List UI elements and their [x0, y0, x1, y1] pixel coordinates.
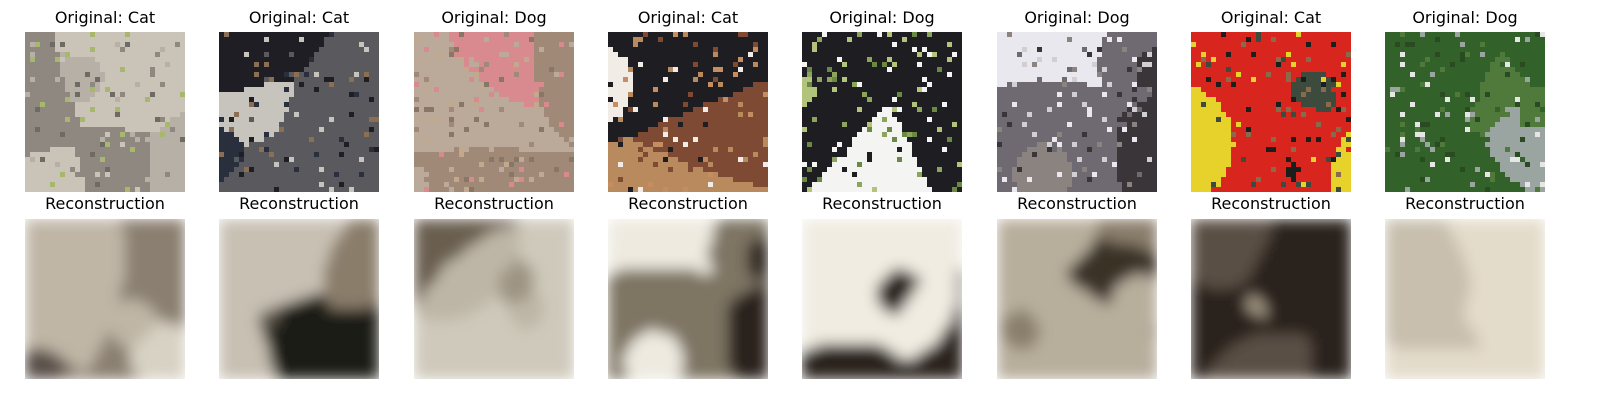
original-image [219, 32, 379, 192]
original-title: Original: Cat [248, 8, 350, 27]
reconstruction-title: Reconstruction [434, 194, 554, 213]
original-title: Original: Dog [1024, 8, 1130, 27]
reconstruction-image [25, 219, 185, 379]
reconstruction-image [1385, 219, 1545, 379]
original-image [414, 32, 574, 192]
original-image [997, 32, 1157, 192]
original-image [608, 32, 768, 192]
reconstruction-title: Reconstruction [1405, 194, 1525, 213]
reconstruction-title: Reconstruction [239, 194, 359, 213]
reconstruction-title: Reconstruction [628, 194, 748, 213]
original-image [802, 32, 962, 192]
reconstruction-image [414, 219, 574, 379]
reconstruction-title: Reconstruction [822, 194, 942, 213]
original-title: Original: Cat [1220, 8, 1322, 27]
reconstruction-title: Reconstruction [1017, 194, 1137, 213]
original-image [1385, 32, 1545, 192]
reconstruction-title: Reconstruction [1211, 194, 1331, 213]
original-image [25, 32, 185, 192]
reconstruction-title: Reconstruction [45, 194, 165, 213]
original-image [1191, 32, 1351, 192]
original-title: Original: Cat [637, 8, 739, 27]
reconstruction-image [802, 219, 962, 379]
reconstruction-image [997, 219, 1157, 379]
original-title: Original: Dog [1412, 8, 1518, 27]
original-title: Original: Dog [441, 8, 547, 27]
reconstruction-image [1191, 219, 1351, 379]
reconstruction-image [219, 219, 379, 379]
original-title: Original: Cat [54, 8, 156, 27]
original-title: Original: Dog [829, 8, 935, 27]
reconstruction-image [608, 219, 768, 379]
